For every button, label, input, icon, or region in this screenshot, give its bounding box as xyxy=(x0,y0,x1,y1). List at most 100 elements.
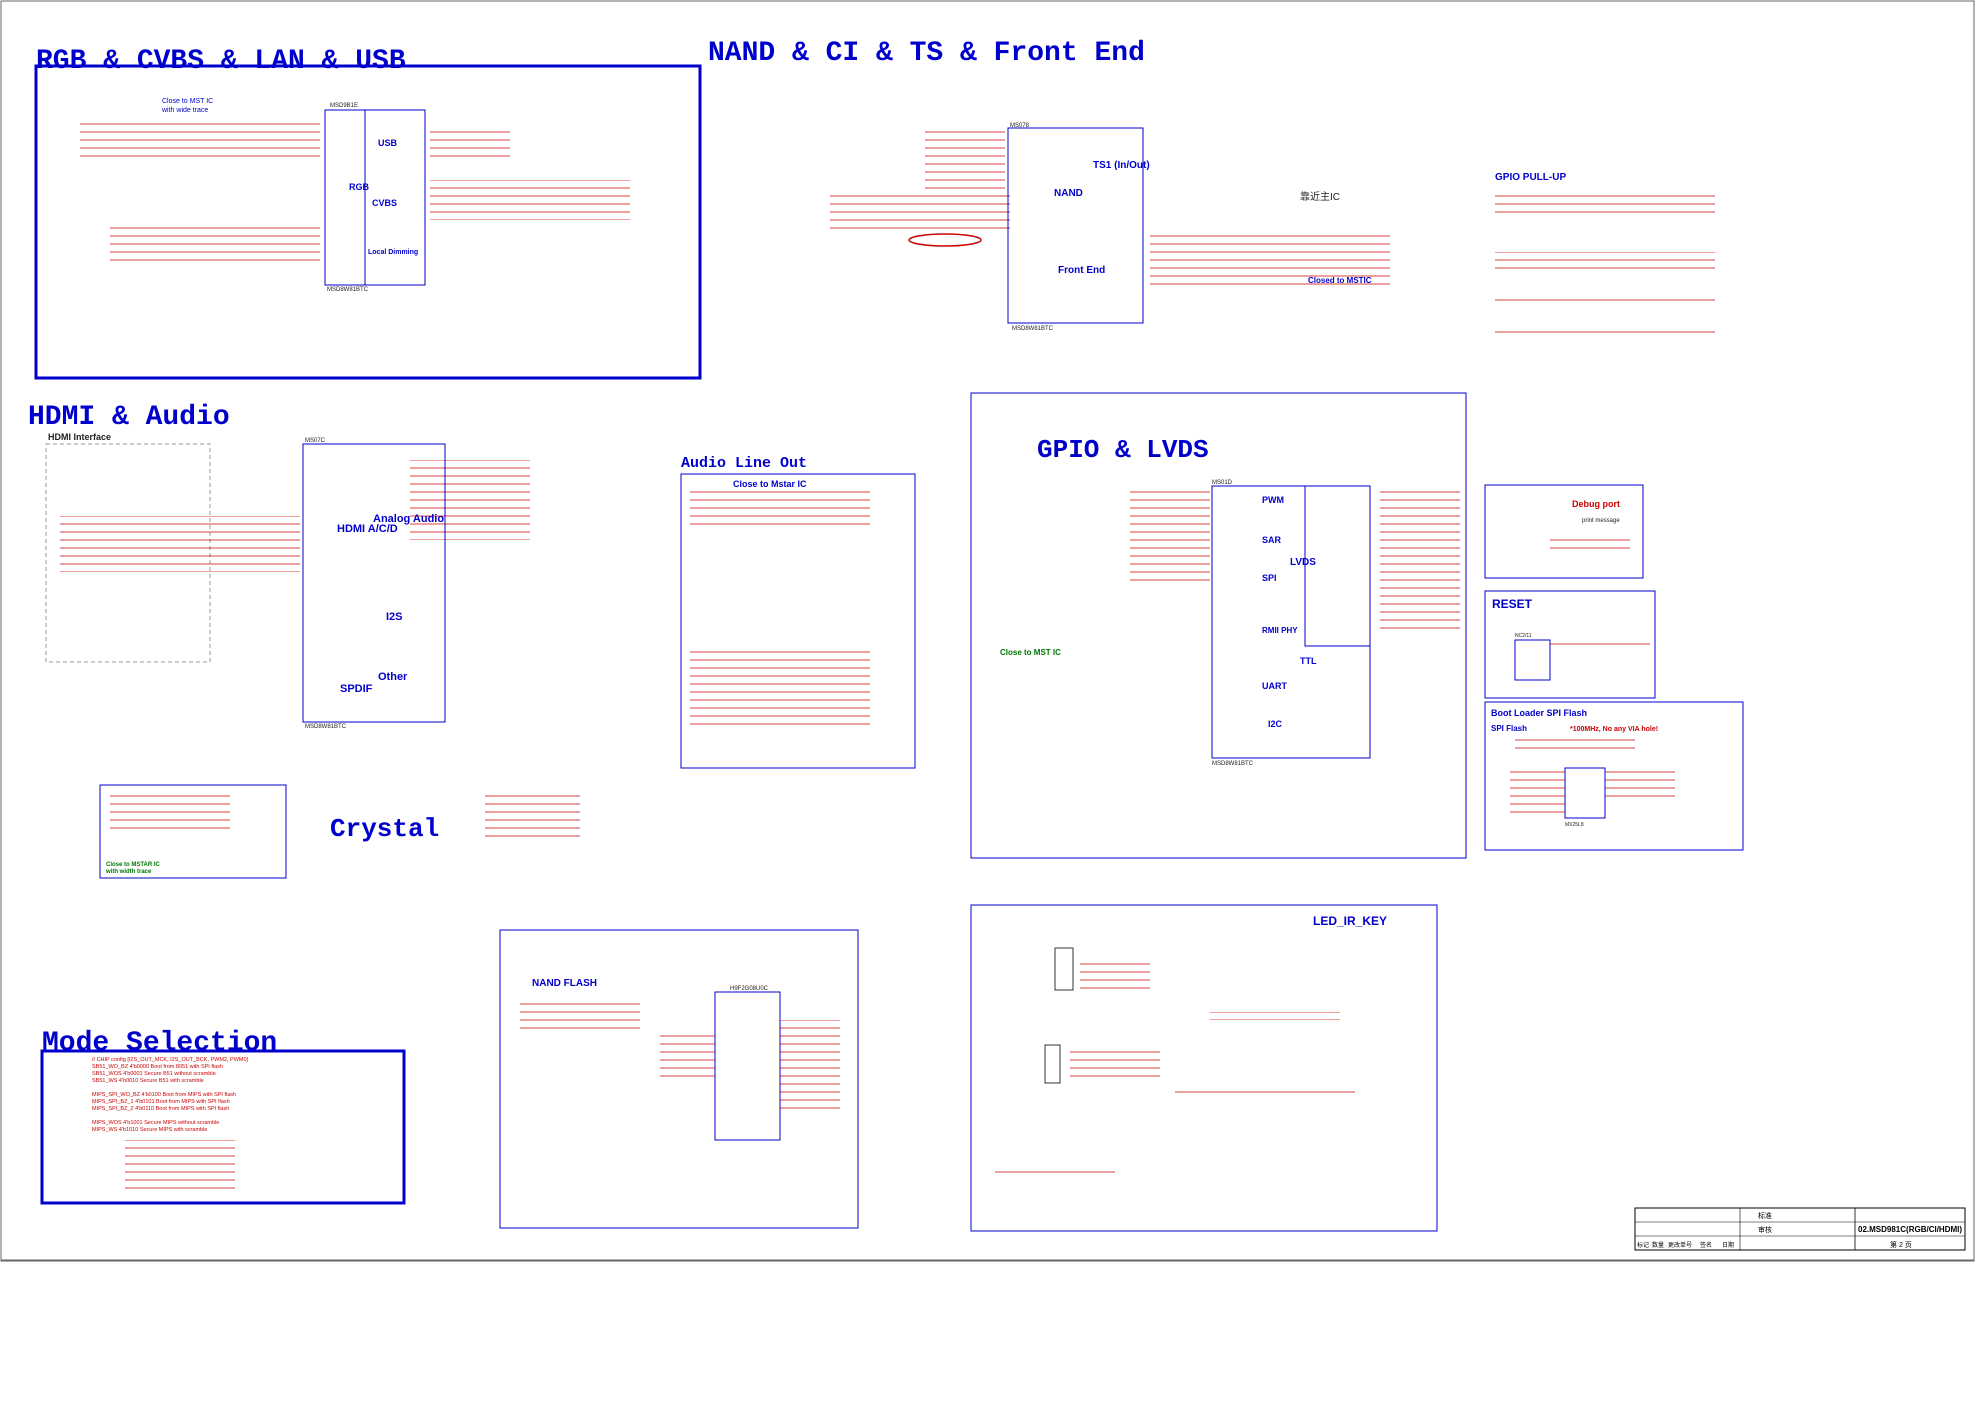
block-i2c: I2C xyxy=(1268,719,1283,729)
reset-box xyxy=(1484,590,1656,699)
led-ir-wires-2 xyxy=(1070,1050,1160,1080)
lvds-wires xyxy=(1380,485,1460,635)
section-nand-flash: NAND FLASH H9F2G08U0C xyxy=(499,929,859,1229)
gpio-lvds-title: GPIO & LVDS xyxy=(1037,435,1209,465)
title-page: 第 2 页 xyxy=(1890,1240,1912,1249)
rgb-note-2: with wide trace xyxy=(161,107,208,114)
mode-box xyxy=(40,1049,406,1205)
spi-wires-left xyxy=(1510,768,1565,814)
rgb-wires-bottom xyxy=(110,225,320,265)
mode-line: SB51_WOS 4'b0001 Secure B51 without scra… xyxy=(92,1071,216,1077)
spi-chip-ref: MX25L8 xyxy=(1565,822,1584,828)
cvbs-wires xyxy=(430,180,630,220)
section-audio-out: Audio Line Out Close to Mstar IC xyxy=(680,455,916,769)
block-front-end: Front End xyxy=(1058,265,1105,276)
crystal-wires xyxy=(110,792,230,832)
nand-ci-chip-ref: MS078 xyxy=(1010,123,1030,129)
hdmi-chip-body xyxy=(302,443,446,723)
mode-line: SB51_WO_BZ 4'b0000 Boot from 8051 with S… xyxy=(92,1064,223,1070)
nand-flash-wires-1 xyxy=(520,1000,640,1030)
rgb-note-1: Close to MST IC xyxy=(162,98,213,105)
led-ir-connector-1 xyxy=(1054,947,1074,991)
led-ir-connector-2 xyxy=(1044,1044,1061,1084)
spi-note: *100MHz, No any VIA hole! xyxy=(1570,726,1658,733)
block-i2s: I2S xyxy=(386,611,403,623)
crystal-note-1: Close to MSTAR IC xyxy=(106,862,161,868)
led-ir-wires-3 xyxy=(1210,1012,1340,1020)
highlight-ellipse xyxy=(908,233,982,247)
title-header-3: 更改单号 xyxy=(1668,1241,1692,1249)
block-cvbs: CVBS xyxy=(372,198,397,208)
section-hdmi: HDMI & Audio HDMI Interface MS07C HDMI A… xyxy=(28,402,530,730)
hdmi-subtitle: HDMI Interface xyxy=(48,432,111,442)
nand-flash-chip xyxy=(714,991,781,1141)
nand-ci-wires-left xyxy=(925,130,1005,190)
section-led-ir: LED_IR_KEY xyxy=(970,904,1438,1232)
audio-out-box xyxy=(680,473,916,769)
frontend-wires xyxy=(1150,230,1390,290)
block-usb: USB xyxy=(378,138,398,148)
rgb-chip-part: MSD8W81BTC xyxy=(327,287,369,293)
rgb-chip-ref: MSD9B1E xyxy=(330,103,358,109)
mode-line: MIPS_SPI_BZ_1 4'b0101 Boot from MIPS wit… xyxy=(92,1099,230,1105)
section-gpio-pullup: GPIO PULL-UP xyxy=(1495,172,1715,336)
led-ir-title: LED_IR_KEY xyxy=(1313,914,1387,928)
block-lvds: LVDS xyxy=(1290,557,1316,568)
spi-wires-right xyxy=(1605,768,1675,798)
mode-line: MIPS_SPI_BZ_2 4'b0110 Boot from MIPS wit… xyxy=(92,1106,229,1112)
gpio-chip-part: MSD8W81BTC xyxy=(1212,761,1254,767)
section-rgb: RGB & CVBS & LAN & USB Close to MST IC w… xyxy=(34,46,702,380)
usb-wires xyxy=(430,128,510,158)
block-nand: NAND xyxy=(1054,188,1083,199)
nand-ci-chip-body xyxy=(1007,127,1144,324)
block-rmii-phy: RMII PHY xyxy=(1262,626,1298,635)
debug-box xyxy=(1484,484,1644,579)
nand-flash-box xyxy=(499,929,859,1229)
spi-chip xyxy=(1564,767,1606,819)
hdmi-chip-ref: MS07C xyxy=(305,438,326,444)
led-ir-wires-1 xyxy=(1080,960,1150,990)
gpio-pullup-title: GPIO PULL-UP xyxy=(1495,172,1566,183)
audio-out-note: Close to Mstar IC xyxy=(733,479,807,489)
section-debug: Debug port print message xyxy=(1484,484,1644,579)
hdmi-wires xyxy=(60,516,300,572)
spi-title: Boot Loader SPI Flash xyxy=(1491,708,1587,718)
gpio-close-note: Close to MST IC xyxy=(1000,648,1061,657)
mode-line: // CHIP config [I2S_OUT_MCK, I2S_OUT_BCK… xyxy=(92,1057,249,1063)
debug-sub: print message xyxy=(1582,518,1620,524)
crystal-note-2: with width trace xyxy=(105,869,152,875)
gpio-pullup-wires-2 xyxy=(1495,252,1715,272)
section-title-nand-ci: NAND & CI & TS & Front End xyxy=(708,38,1145,69)
debug-wires xyxy=(1550,538,1630,554)
led-ir-wires-5 xyxy=(995,1170,1115,1178)
section-box-rgb xyxy=(34,64,702,380)
audio-wires xyxy=(410,460,530,540)
gpio-pullup-wires-4 xyxy=(1495,328,1715,336)
reset-chip xyxy=(1514,639,1551,681)
debug-title: Debug port xyxy=(1572,499,1620,509)
led-ir-wires-4 xyxy=(1175,1090,1355,1098)
audio-out-wires-1 xyxy=(690,488,870,528)
sheet-frame xyxy=(0,0,1975,1262)
mode-table: // CHIP config [I2S_OUT_MCK, I2S_OUT_BCK… xyxy=(92,1057,249,1133)
gpio-chip-body xyxy=(1211,485,1371,759)
led-ir-box xyxy=(970,904,1438,1232)
title-header-4: 签名 xyxy=(1700,1241,1712,1249)
section-nand-ci: NAND & CI & TS & Front End MS078 TS1 (In… xyxy=(708,38,1390,332)
gpio-left-wires xyxy=(1130,485,1210,585)
crystal-box xyxy=(99,784,287,879)
nand-ci-chip-part: MSD8W81BTC xyxy=(1012,326,1054,332)
block-spi: SPI xyxy=(1262,573,1277,583)
nand-ci-wires-mid xyxy=(830,190,1010,230)
mode-line: MIPS_WS 4'b1010 Secure MIPS with scrambl… xyxy=(92,1127,207,1133)
reset-title: RESET xyxy=(1492,597,1533,611)
spi-box xyxy=(1484,701,1744,851)
mode-line: MIPS_WOS 4'b1001 Secure MIPS without scr… xyxy=(92,1120,219,1126)
spi-wires-top xyxy=(1515,738,1635,754)
audio-out-wires-2 xyxy=(690,650,870,730)
mode-wires xyxy=(125,1140,235,1192)
gpio-pullup-wires-3 xyxy=(1495,298,1715,306)
gpio-pullup-wires-1 xyxy=(1495,195,1715,215)
